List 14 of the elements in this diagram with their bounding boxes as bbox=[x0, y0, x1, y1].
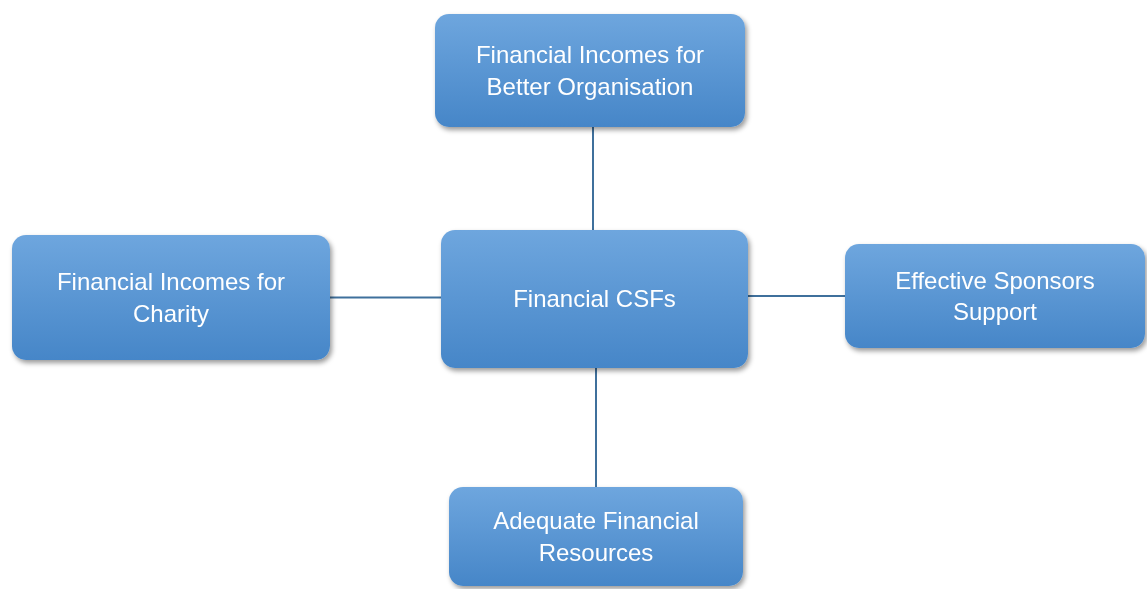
connector-line bbox=[595, 367, 597, 488]
box-label: Effective Sponsors Support bbox=[894, 265, 1096, 327]
box-label: Financial Incomes for Better Organisation bbox=[474, 40, 706, 102]
process-box bbox=[435, 14, 745, 127]
connector-line bbox=[592, 126, 594, 231]
process-box bbox=[12, 235, 330, 360]
process-box bbox=[845, 244, 1145, 348]
connector-line bbox=[329, 296, 442, 299]
process-box bbox=[449, 487, 743, 586]
box-label: Financial CSFs bbox=[513, 284, 676, 315]
connector-line bbox=[747, 295, 846, 297]
box-label: Adequate Financial Resources bbox=[492, 506, 700, 568]
process-box bbox=[441, 230, 748, 368]
box-label: Financial Incomes for Charity bbox=[55, 267, 287, 329]
